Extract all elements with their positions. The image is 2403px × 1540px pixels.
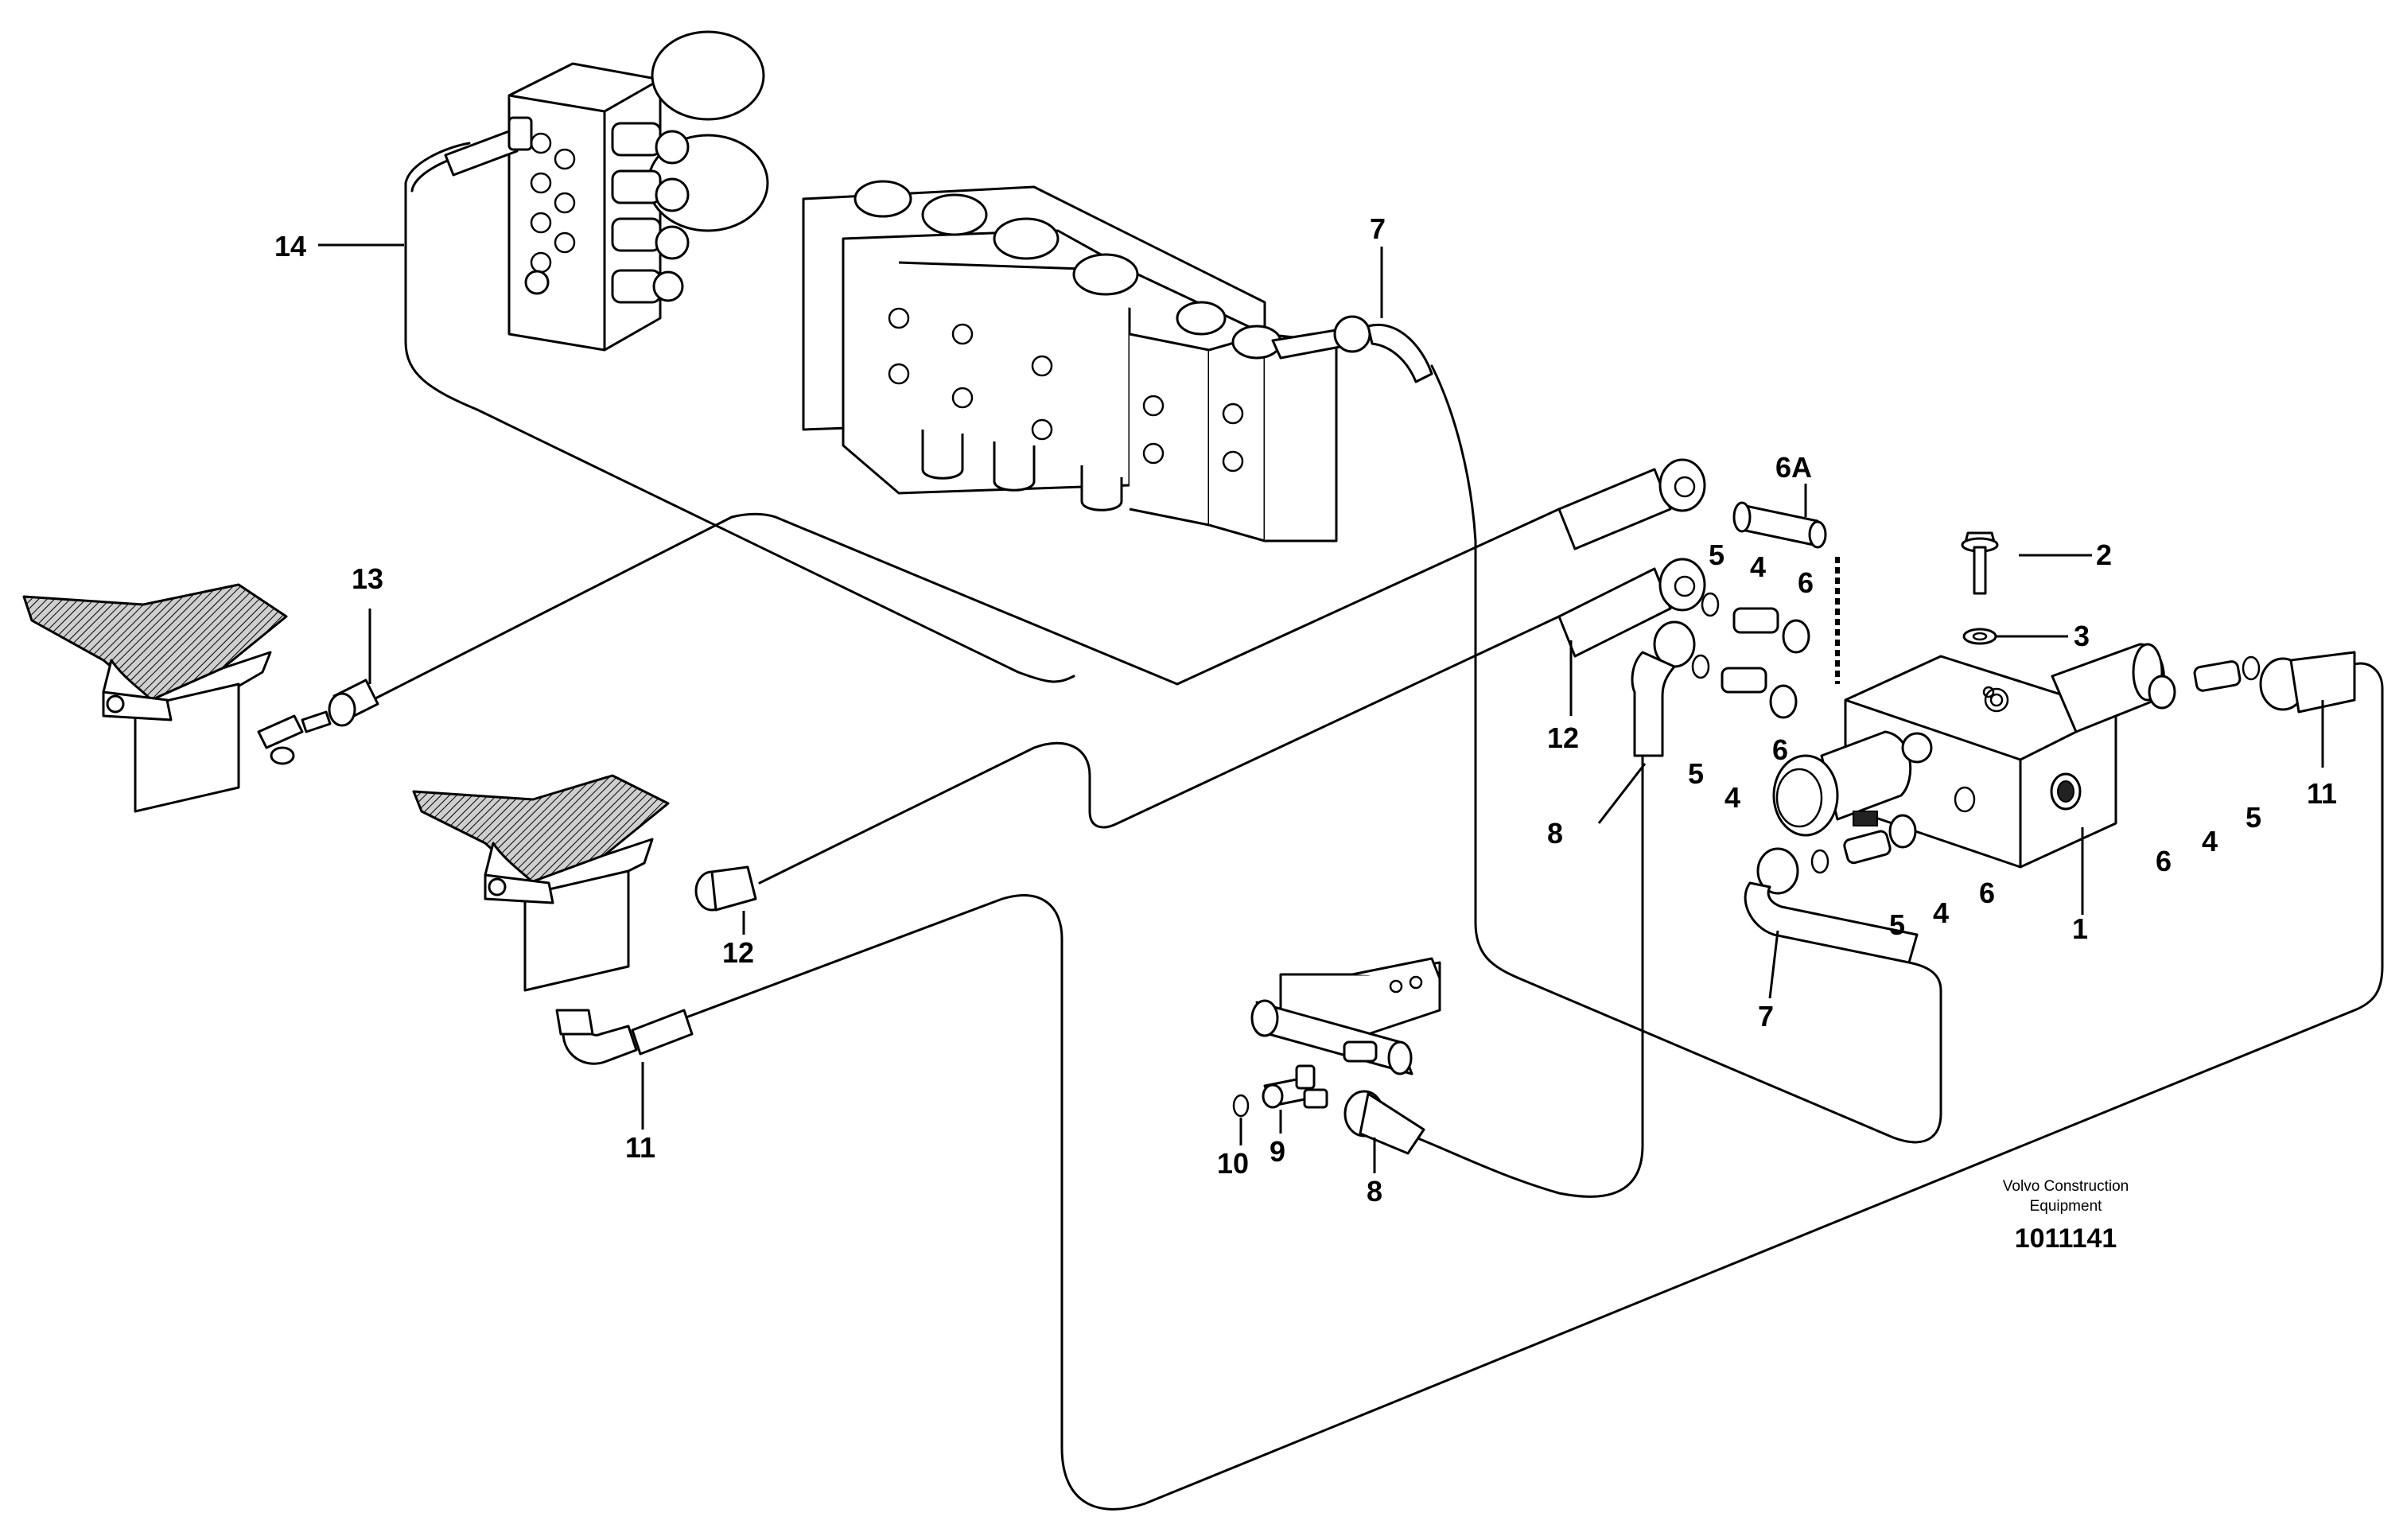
label-2: 2 — [2096, 539, 2112, 571]
label-4-c: 4 — [1933, 896, 1949, 929]
hose-13-line — [371, 508, 1561, 702]
credit-block: Volvo Construction Equipment 1011141 — [2003, 1178, 2129, 1254]
hose-12-end — [694, 865, 757, 912]
label-11-left: 11 — [625, 1131, 655, 1164]
tee-fitting-13 — [257, 710, 332, 765]
label-9: 9 — [1270, 1135, 1285, 1168]
label-6-d: 6 — [2156, 845, 2172, 877]
label-12-left: 12 — [722, 936, 754, 969]
valve-solenoids — [611, 122, 690, 304]
label-3: 3 — [2074, 620, 2090, 652]
hose-8-line — [1414, 754, 1644, 1198]
fitting-6A — [1732, 501, 1827, 549]
label-6A: 6A — [1775, 451, 1812, 484]
hose-fitting-8-elbow — [1631, 620, 1696, 757]
hose-fitting-11-nut — [2259, 651, 2356, 714]
fitting-7-top — [1271, 315, 1433, 383]
washers — [1769, 619, 2176, 849]
label-4-d: 4 — [2202, 825, 2218, 858]
hose-lines — [371, 142, 2384, 1511]
label-1: 1 — [2072, 912, 2088, 945]
pilot-valve-block — [444, 30, 769, 352]
brake-pedal-lower — [412, 774, 670, 992]
leader-lines — [318, 243, 2324, 1173]
label-8-right: 8 — [1547, 817, 1563, 850]
label-5-d: 5 — [2246, 801, 2261, 834]
valve-solenoid-caps — [853, 180, 1282, 360]
hose-13-end — [328, 679, 379, 727]
label-6-a: 6 — [1798, 566, 1814, 599]
label-4-a: 4 — [1750, 550, 1766, 583]
hose-fitting-6A-nut — [1557, 458, 1706, 550]
hose-8-end-nut — [1343, 1090, 1425, 1155]
o-ring-10 — [1232, 1094, 1250, 1118]
drawing-number: 1011141 — [2015, 1223, 2117, 1254]
label-5-b: 5 — [1688, 757, 1704, 790]
fitting-14 — [444, 116, 533, 177]
bolt-2 — [1961, 531, 1999, 595]
credit-line-1: Volvo Construction — [2003, 1178, 2129, 1195]
credit-line-2: Equipment — [2030, 1198, 2103, 1215]
brake-pedal-upper — [22, 583, 288, 813]
hose-14-line — [404, 142, 1075, 683]
label-6-b: 6 — [1772, 733, 1788, 766]
hose-11-line — [682, 662, 2384, 1511]
hose-fitting-7-elbow — [1744, 847, 1919, 964]
washer-3 — [1962, 628, 1997, 645]
tee-fitting-9 — [1262, 1064, 1328, 1109]
valve-body-ports — [888, 307, 1244, 472]
brake-valve-block — [1772, 643, 2165, 869]
label-5-a: 5 — [1709, 539, 1724, 571]
label-12-right: 12 — [1547, 721, 1579, 754]
bracket-assembly — [1250, 957, 1441, 1075]
label-5-c: 5 — [1889, 908, 1905, 941]
elbow-fitting-11 — [555, 1009, 694, 1065]
label-10: 10 — [1217, 1147, 1249, 1180]
o-rings — [1691, 592, 2261, 874]
connector-fittings — [1721, 607, 2242, 865]
label-8-bottom: 8 — [1367, 1175, 1382, 1208]
main-control-valve — [802, 180, 1433, 542]
hose-fitting-12-nut — [1557, 558, 1706, 658]
hose-7-line — [1430, 364, 1942, 1144]
label-14: 14 — [274, 230, 306, 262]
hose-12-line — [758, 615, 1561, 885]
label-11-right: 11 — [2307, 777, 2337, 810]
label-13: 13 — [352, 562, 383, 595]
label-6-c: 6 — [1979, 877, 1995, 909]
label-7-top: 7 — [1370, 212, 1386, 245]
label-4-b: 4 — [1724, 781, 1740, 814]
part-labels: 14 13 12 11 7 6A 2 3 5 4 6 12 6 5 4 8 6 … — [274, 212, 2337, 1208]
label-7-bottom: 7 — [1758, 1000, 1774, 1032]
